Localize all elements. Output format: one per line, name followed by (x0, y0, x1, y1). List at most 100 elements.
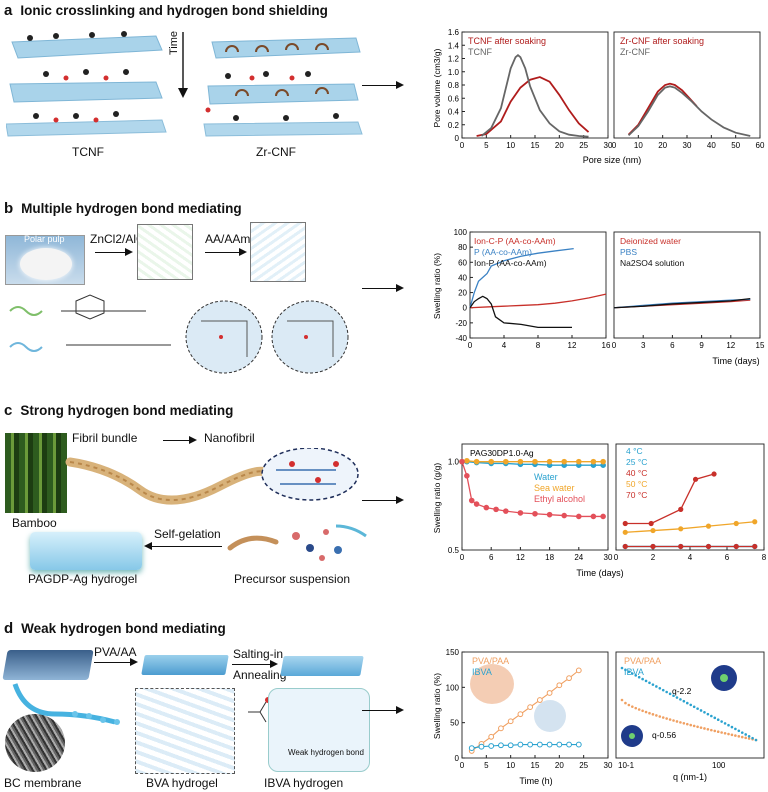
a-right-xtick-label: 40 (707, 141, 716, 150)
c-right-xtick-label: 4 (688, 553, 693, 562)
c-right-point (622, 520, 628, 527)
c-right-legend-1: 25 °C (626, 457, 647, 467)
d-right-point (668, 692, 672, 696)
weak-bond-label: Weak hydrogen bond (288, 748, 364, 757)
fiber-stream (12, 683, 120, 725)
precursor-label: Precursor suspension (234, 572, 351, 586)
molecule-structures (9, 294, 349, 374)
b-left-xtick-label: 8 (536, 341, 541, 350)
arrow-b2 (205, 246, 247, 258)
d-right-point (658, 715, 662, 718)
c-right-point (678, 526, 684, 532)
d-right-point (627, 703, 631, 707)
b-right-xtick-label: 6 (670, 341, 675, 350)
d-right-point (665, 717, 668, 720)
d-right-point (692, 705, 696, 709)
d-right-point (710, 714, 713, 718)
d-right-point (675, 720, 679, 723)
d-left-point (566, 675, 572, 682)
d-left-point (527, 704, 534, 711)
a-xlabel: Pore size (nm) (583, 155, 642, 165)
a-left-ytick-label: 0.6 (448, 94, 460, 103)
d-right-point (661, 716, 665, 719)
zr-cnf-schematic (203, 37, 363, 137)
d-right-point (730, 733, 734, 737)
c-right-point (648, 520, 654, 527)
d-left-point (517, 711, 524, 718)
a-right-xtick-label: 50 (731, 141, 740, 150)
c-left-legend-2: Ethyl alcohol (534, 494, 585, 504)
c-left-point (517, 510, 524, 516)
c-annotation: PAG30DP1.0-Ag (470, 448, 534, 458)
fibril-bundle-label: Fibril bundle (72, 431, 138, 445)
a-left-ytick-label: 1.4 (448, 41, 460, 50)
d-pva-inset (470, 664, 514, 704)
d-right-legend-0: PVA/PAA (624, 656, 661, 666)
b-right-xtick-label: 15 (756, 341, 765, 350)
c-left-point (503, 508, 509, 514)
b-right-legend-2: Na2SO4 solution (620, 258, 685, 268)
c-right-point (705, 543, 712, 550)
d-right-point (675, 696, 679, 699)
d-left-xtick-label: 5 (484, 761, 489, 770)
d-left-point (478, 743, 485, 750)
bamboo-photo (5, 433, 67, 513)
d-right-point (648, 711, 651, 715)
a-left-xtick-label: 5 (484, 141, 489, 150)
b-left-ytick-label: -20 (455, 319, 467, 328)
bva-network-box (135, 688, 235, 774)
d-left-xtick-label: 20 (555, 761, 564, 770)
bva-sheet (141, 655, 229, 675)
b-left-xtick-label: 4 (502, 341, 507, 350)
d-right-point (668, 718, 672, 721)
c-right-xtick-label: 0 (614, 553, 619, 562)
a-left-xtick-label: 20 (555, 141, 564, 150)
polar-pulp-label: Polar pulp (24, 234, 65, 244)
d-saxs-core-1 (720, 674, 728, 682)
a-left-xtick-label: 15 (531, 141, 540, 150)
d-right-point (634, 706, 638, 710)
c-left-point (464, 473, 470, 479)
d-saxs-core-2 (629, 733, 635, 739)
d-right-point (692, 724, 696, 728)
a-right-xtick-label: 60 (756, 141, 765, 150)
c-left-ytick-label: 1.0 (448, 458, 460, 467)
a-left-series-1 (480, 54, 589, 138)
d-right-point (637, 675, 641, 679)
b-left-ytick-label: -40 (455, 334, 467, 343)
c-left-point (488, 458, 495, 465)
precursor-illustration (227, 524, 367, 561)
d-right-point (620, 698, 624, 702)
d-right-point (665, 690, 668, 694)
b-left-ytick-label: 20 (458, 289, 467, 298)
a-left-ytick-label: 0.4 (448, 108, 460, 117)
d-right-point (627, 670, 631, 673)
d-left-ytick-label: 50 (450, 719, 459, 728)
d-right-point (696, 707, 699, 710)
d-right-point (751, 736, 754, 740)
d-right-point (706, 728, 710, 731)
c-left-point (473, 501, 480, 507)
c-left-point (493, 506, 499, 513)
d-left-point (498, 725, 504, 732)
c-left-point (468, 497, 475, 504)
d-right-point (655, 714, 658, 717)
a-left-xtick-label: 0 (460, 141, 465, 150)
d-left-point (488, 743, 495, 749)
d-left-point (536, 741, 543, 748)
d-right-point (651, 713, 655, 716)
c-right-point (692, 476, 699, 482)
d-right-point (651, 683, 655, 686)
b-right-xtick-label: 3 (641, 341, 646, 350)
bva-label: BVA hydrogel (146, 776, 218, 790)
d-right-point (706, 712, 710, 716)
c-left-point (600, 458, 606, 465)
d-left-point (556, 741, 563, 748)
d-right-point (734, 727, 737, 731)
c-left-point (503, 458, 509, 465)
salting-in-label: Salting-in (233, 647, 284, 661)
d-right-point (644, 679, 648, 683)
network-box-2 (250, 222, 306, 282)
